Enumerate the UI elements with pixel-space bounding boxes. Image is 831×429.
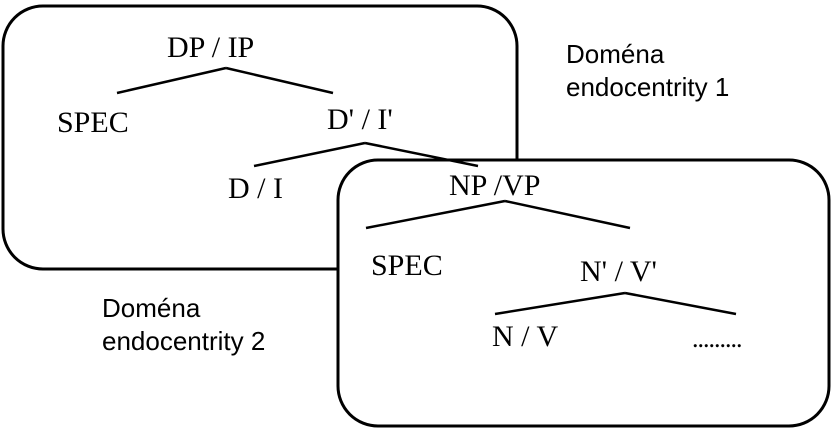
domain1-caption-line2: endocentrity 1 (566, 71, 730, 102)
edge-bar2-head (494, 291, 626, 316)
edge-root1-bar (225, 66, 334, 95)
domain2-head-node: N / V (492, 320, 559, 353)
edge-bar1-np (364, 141, 479, 168)
domain2-root-node: NP /VP (449, 169, 541, 202)
domain1-box (1, 4, 519, 271)
domain1-spec-node: SPEC (57, 106, 129, 139)
domain2-spec-node: SPEC (371, 249, 443, 282)
domain2-bar-node: N' / V' (580, 255, 657, 288)
edge-bar2-compl (624, 291, 737, 316)
edge-root2-spec (365, 199, 506, 230)
domain1-caption-line1: Doména (566, 39, 665, 69)
edge-root2-bar (504, 199, 631, 230)
domain2-caption: Doména endocentrity 2 (102, 292, 265, 357)
domain1-root-node: DP / IP (167, 31, 255, 64)
domain1-bar-node: D' / I' (327, 103, 393, 136)
domain2-caption-line1: Doména (102, 293, 201, 323)
domain2-caption-line2: endocentrity 2 (102, 325, 266, 356)
domain1-caption: Doména endocentrity 1 (566, 38, 729, 103)
domain2-box (336, 158, 831, 428)
edge-bar1-head (253, 141, 366, 168)
edge-root1-spec (116, 66, 227, 95)
domain1-head-node: D / I (228, 172, 283, 205)
domain2-complement-node: ......... (692, 324, 742, 353)
